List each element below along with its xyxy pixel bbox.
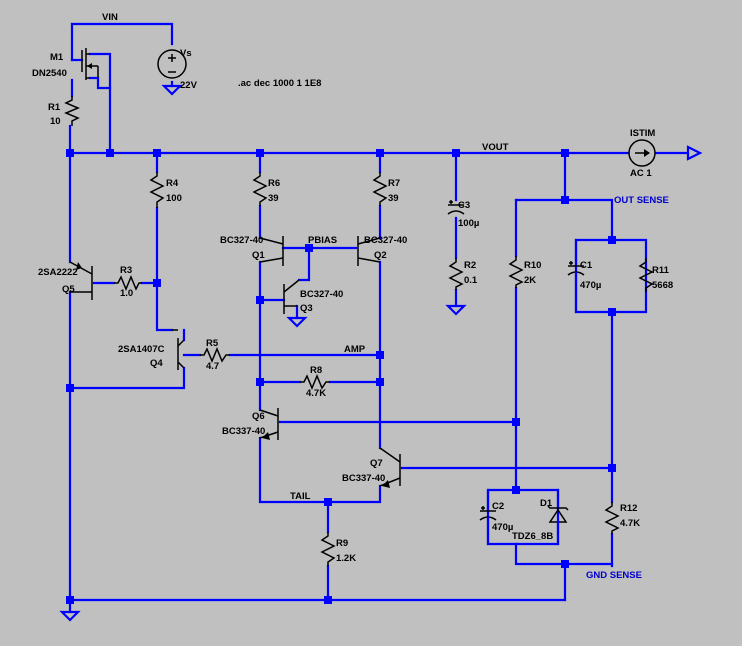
r6-value: 39 bbox=[268, 193, 279, 204]
q1-symbol bbox=[259, 236, 284, 266]
q5-value: 2SA2222 bbox=[38, 267, 78, 278]
labels: VIN M1 DN2540 Vs 22V .ac dec 1000 1 1E8 … bbox=[32, 12, 673, 581]
r2-ref: R2 bbox=[464, 260, 476, 271]
net-label-out-sense: OUT SENSE bbox=[614, 195, 669, 206]
vs-source-symbol bbox=[157, 49, 187, 79]
q7-symbol bbox=[379, 447, 401, 488]
r9-ref: R9 bbox=[336, 538, 348, 549]
r3-value: 1.0 bbox=[120, 288, 133, 299]
q6-ref: Q6 bbox=[252, 411, 265, 422]
r1-symbol bbox=[64, 96, 80, 126]
r5-symbol bbox=[200, 347, 230, 363]
r10-symbol bbox=[508, 256, 524, 288]
c3-ref: C3 bbox=[458, 200, 470, 211]
q5-symbol bbox=[69, 261, 93, 300]
q7-value: BC337-40 bbox=[342, 473, 385, 484]
r1-ref: R1 bbox=[48, 102, 61, 113]
c3-value: 100µ bbox=[458, 218, 479, 229]
q4-ref: Q4 bbox=[150, 358, 163, 369]
q3-value: BC327-40 bbox=[300, 289, 343, 300]
c2-value: 470µ bbox=[492, 522, 513, 533]
q6-symbol bbox=[259, 408, 279, 440]
net-label-tail: TAIL bbox=[290, 491, 311, 502]
vs-ref: Vs bbox=[180, 48, 192, 59]
resistor-symbols bbox=[64, 96, 654, 566]
istim-ref: ISTIM bbox=[630, 128, 655, 139]
r8-ref: R8 bbox=[310, 365, 322, 376]
q7-ref: Q7 bbox=[370, 458, 383, 469]
r11-symbol bbox=[638, 258, 654, 292]
r5-value: 4.7 bbox=[206, 361, 219, 372]
r9-symbol bbox=[320, 532, 336, 566]
q1-value: BC327-40 bbox=[220, 235, 263, 246]
net-label-amp: AMP bbox=[344, 344, 366, 355]
r8-value: 4.7K bbox=[306, 388, 326, 399]
c1-ref: C1 bbox=[580, 260, 593, 271]
capacitor-symbols bbox=[447, 200, 585, 546]
m1-value: DN2540 bbox=[32, 68, 67, 79]
r4-value: 100 bbox=[166, 193, 182, 204]
q3-ref: Q3 bbox=[300, 303, 313, 314]
q4-value: 2SA1407C bbox=[118, 344, 165, 355]
d1-ref: D1 bbox=[540, 498, 553, 509]
r2-symbol bbox=[448, 258, 464, 290]
wires bbox=[68, 22, 690, 614]
r6-symbol bbox=[252, 172, 268, 206]
net-label-gnd-sense: GND SENSE bbox=[586, 570, 642, 581]
r10-value: 2K bbox=[524, 275, 536, 286]
c3-symbol bbox=[447, 200, 465, 215]
r12-value: 4.7K bbox=[620, 518, 640, 529]
q5-ref: Q5 bbox=[62, 284, 75, 295]
r3-ref: R3 bbox=[120, 265, 132, 276]
junctions bbox=[66, 149, 616, 604]
r2-value: 0.1 bbox=[464, 275, 478, 286]
r5-ref: R5 bbox=[206, 338, 219, 349]
q1-ref: Q1 bbox=[252, 250, 265, 261]
net-label-vout: VOUT bbox=[482, 142, 509, 153]
net-label-pbias: PBIAS bbox=[308, 235, 337, 246]
d1-value: TDZ6_8B bbox=[512, 531, 553, 542]
net-label-vin: VIN bbox=[102, 12, 118, 23]
r4-symbol bbox=[149, 172, 165, 208]
r6-ref: R6 bbox=[268, 178, 280, 189]
r11-value: 5668 bbox=[652, 280, 673, 291]
c1-value: 470µ bbox=[580, 280, 601, 291]
istim-value: AC 1 bbox=[630, 168, 652, 179]
r7-symbol bbox=[372, 172, 388, 206]
r4-ref: R4 bbox=[166, 178, 179, 189]
q3-symbol bbox=[283, 279, 300, 314]
c2-symbol bbox=[479, 488, 497, 546]
r7-value: 39 bbox=[388, 193, 399, 204]
d1-zener-symbol bbox=[547, 488, 569, 546]
q2-ref: Q2 bbox=[374, 250, 387, 261]
q4-symbol bbox=[172, 329, 185, 370]
q2-value: BC327-40 bbox=[364, 235, 407, 246]
r11-ref: R11 bbox=[652, 265, 670, 276]
m1-mosfet-symbol bbox=[81, 48, 99, 80]
r8-symbol bbox=[300, 374, 330, 390]
r10-ref: R10 bbox=[524, 260, 541, 271]
r12-symbol bbox=[604, 502, 620, 534]
vs-value: 22V bbox=[180, 80, 198, 91]
q6-value: BC337-40 bbox=[222, 426, 265, 437]
c1-symbol bbox=[567, 238, 585, 314]
r12-ref: R12 bbox=[620, 503, 637, 514]
r7-ref: R7 bbox=[388, 178, 400, 189]
r9-value: 1.2K bbox=[336, 553, 356, 564]
spice-directive: .ac dec 1000 1 1E8 bbox=[238, 78, 321, 89]
r1-value: 10 bbox=[50, 116, 61, 127]
bjt-symbols bbox=[69, 236, 401, 488]
c2-ref: C2 bbox=[492, 501, 504, 512]
m1-ref: M1 bbox=[50, 52, 64, 63]
istim-source-symbol bbox=[628, 139, 703, 167]
ground-symbols bbox=[59, 84, 467, 622]
r3-symbol bbox=[114, 275, 142, 291]
q2-symbol bbox=[357, 236, 381, 266]
